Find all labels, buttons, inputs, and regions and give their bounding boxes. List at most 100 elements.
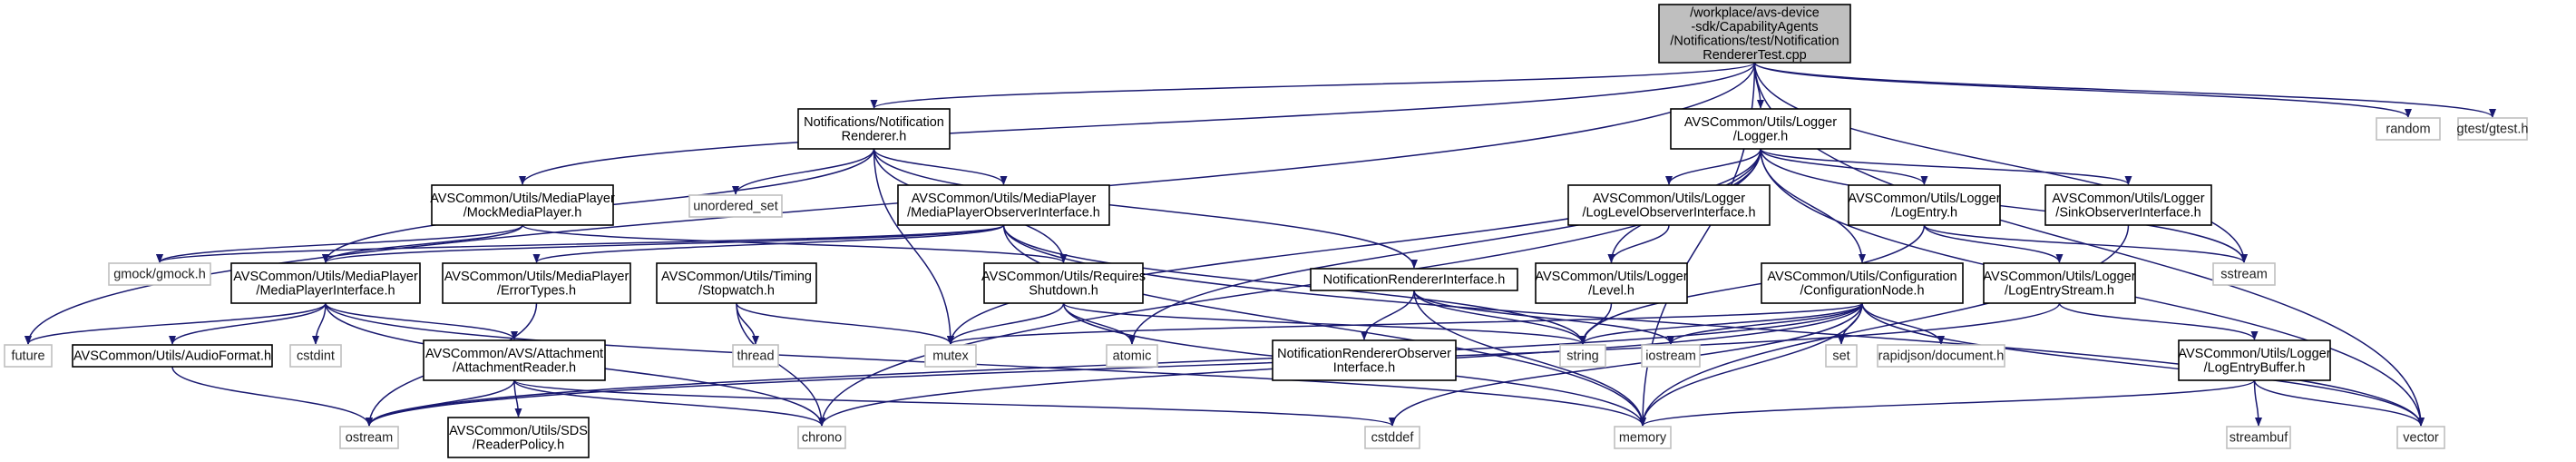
node-box <box>1272 339 1457 381</box>
node-string: string <box>1559 344 1606 368</box>
node-label-line: Renderer.h <box>842 129 907 143</box>
edge-nr-to-mutex <box>873 148 954 345</box>
edge-confnode-to-mutex <box>947 302 1863 345</box>
edge-confnode-to-memory <box>1639 302 1863 427</box>
node-audioformat[interactable]: AVSCommon/Utils/AudioFormat.h <box>72 344 273 368</box>
node-label-line: /MediaPlayerObserverInterface.h <box>907 205 1100 220</box>
node-box <box>1983 262 2136 304</box>
edge-root-to-nr <box>870 62 1756 109</box>
node-box <box>72 344 273 368</box>
edge-mpi-to-future <box>24 302 327 345</box>
node-atomic: atomic <box>1106 344 1158 368</box>
node-box <box>339 426 399 449</box>
edge-mockmp-to-reqshut <box>522 224 1068 263</box>
node-label-line: AVSCommon/Utils/AudioFormat.h <box>73 349 271 364</box>
node-label-line: AVSCommon/Utils/MediaPlayer <box>430 192 615 206</box>
edge-nr-to-mpobs <box>873 148 1008 185</box>
edges-layer <box>24 62 2496 427</box>
node-logentrybuffer[interactable]: AVSCommon/Utils/Logger/LogEntryBuffer.h <box>2178 339 2331 381</box>
node-attreader[interactable]: AVSCommon/AVS/Attachment/AttachmentReade… <box>423 339 606 381</box>
edge-logger-to-logentry <box>1760 148 1928 185</box>
node-box <box>2044 184 2212 226</box>
node-label-line: /Logger.h <box>1733 129 1788 143</box>
edge-root-to-future <box>24 62 1756 345</box>
node-label-line: AVSCommon/Utils/MediaPlayer <box>912 192 1097 206</box>
node-label-line: AVSCommon/Utils/MediaPlayer <box>444 270 629 284</box>
node-cstdint: cstdint <box>289 344 342 368</box>
edge-mpobs-to-gmock <box>156 224 1005 263</box>
node-nri[interactable]: NotificationRendererInterface.h <box>1310 268 1518 291</box>
node-nr[interactable]: Notifications/NotificationRenderer.h <box>797 108 951 150</box>
node-mpobs[interactable]: AVSCommon/Utils/MediaPlayer/MediaPlayerO… <box>897 184 1110 226</box>
node-label-line: ostream <box>346 431 393 446</box>
node-box <box>447 417 590 458</box>
edge-mpobs-to-errtypes <box>532 224 1005 263</box>
node-loglevelobs[interactable]: AVSCommon/Utils/Logger/LogLevelObserverI… <box>1567 184 1771 226</box>
node-level[interactable]: AVSCommon/Utils/Logger/Level.h <box>1535 262 1688 304</box>
node-mpi[interactable]: AVSCommon/Utils/MediaPlayer/MediaPlayerI… <box>230 262 421 304</box>
node-box <box>4 344 53 368</box>
node-set: set <box>1825 344 1858 368</box>
node-box <box>1364 426 1420 449</box>
edge-logentrybuffer-to-vector <box>2253 379 2425 427</box>
edge-nri-to-nrobs <box>1361 290 1415 340</box>
node-mutex: mutex <box>924 344 977 368</box>
edge-nr-to-nri <box>873 148 1418 269</box>
node-label-line: sstream <box>2220 268 2268 282</box>
edge-root-to-random <box>1753 62 2412 118</box>
node-label-line: /workplace/avs-device <box>1690 5 1820 20</box>
edge-mpobs-to-mpi <box>322 224 1005 263</box>
node-label-line: RendererTest.cpp <box>1703 48 1806 63</box>
edge-attreader-to-chrono <box>513 379 825 427</box>
node-label-line: AVSCommon/Utils/SDS <box>449 424 588 438</box>
node-label-line: vector <box>2403 431 2439 446</box>
node-sinkobs[interactable]: AVSCommon/Utils/Logger/SinkObserverInter… <box>2044 184 2212 226</box>
edge-level-to-string <box>1579 302 1613 345</box>
edge-logger-to-sstream <box>1760 148 2248 263</box>
node-errtypes[interactable]: AVSCommon/Utils/MediaPlayer/ErrorTypes.h <box>442 262 631 304</box>
edge-nri-to-iostream <box>1413 290 1674 345</box>
edge-mockmp-to-mpi <box>322 224 523 263</box>
node-box <box>797 108 951 150</box>
node-label-line: /ErrorTypes.h <box>497 283 576 298</box>
node-stopwatch[interactable]: AVSCommon/Utils/Timing/Stopwatch.h <box>656 262 817 304</box>
node-root[interactable]: /workplace/avs-device-sdk/CapabilityAgen… <box>1658 4 1851 64</box>
node-label-line: AVSCommon/Utils/Logger <box>1535 270 1687 284</box>
node-logentrystream[interactable]: AVSCommon/Utils/Logger/LogEntryStream.h <box>1983 262 2136 304</box>
edge-confnode-to-string <box>1579 302 1863 345</box>
node-rapidjson: rapidjson/document.h <box>1877 344 2005 368</box>
node-box <box>108 262 211 286</box>
node-box <box>732 344 779 368</box>
edge-logger-to-loglevelobs <box>1665 148 1761 185</box>
node-label-line: memory <box>1619 431 1667 446</box>
node-logger[interactable]: AVSCommon/Utils/Logger/Logger.h <box>1670 108 1851 150</box>
edge-mpi-to-attreader <box>325 302 518 340</box>
node-label-line: Shutdown.h <box>1029 283 1098 298</box>
node-label-line: cstdint <box>297 349 335 364</box>
edge-mpobs-to-string <box>1002 224 1586 345</box>
node-label-line: /ReaderPolicy.h <box>473 437 564 452</box>
node-unordered: unordered_set <box>688 194 783 218</box>
node-vector: vector <box>2396 426 2445 449</box>
node-label-line: set <box>1832 349 1849 364</box>
node-readerpolicy[interactable]: AVSCommon/Utils/SDS/ReaderPolicy.h <box>447 417 590 458</box>
node-logentry[interactable]: AVSCommon/Utils/Logger/LogEntry.h <box>1848 184 2001 226</box>
node-label-line: AVSCommon/Utils/Logger <box>1983 270 2135 284</box>
node-mockmp[interactable]: AVSCommon/Utils/MediaPlayer/MockMediaPla… <box>430 184 615 226</box>
edge-logentrystream-to-logentrybuffer <box>2058 302 2259 340</box>
node-confnode[interactable]: AVSCommon/Utils/Configuration/Configurat… <box>1761 262 1964 304</box>
node-future: future <box>4 344 53 368</box>
edge-reqshut-to-atomic <box>1062 302 1136 345</box>
edge-reqshut-to-mutex <box>947 302 1065 345</box>
node-box <box>1559 344 1606 368</box>
node-label-line: /Stopwatch.h <box>698 283 775 298</box>
node-box <box>1535 262 1688 304</box>
node-label-line: /Level.h <box>1588 283 1634 298</box>
node-label-line: /LogEntryBuffer.h <box>2204 360 2306 375</box>
node-label-line: AVSCommon/Utils/MediaPlayer <box>233 270 418 284</box>
node-label-line: random <box>2386 123 2430 137</box>
edge-logentrybuffer-to-streambuf <box>2253 379 2262 427</box>
node-memory: memory <box>1614 426 1672 449</box>
